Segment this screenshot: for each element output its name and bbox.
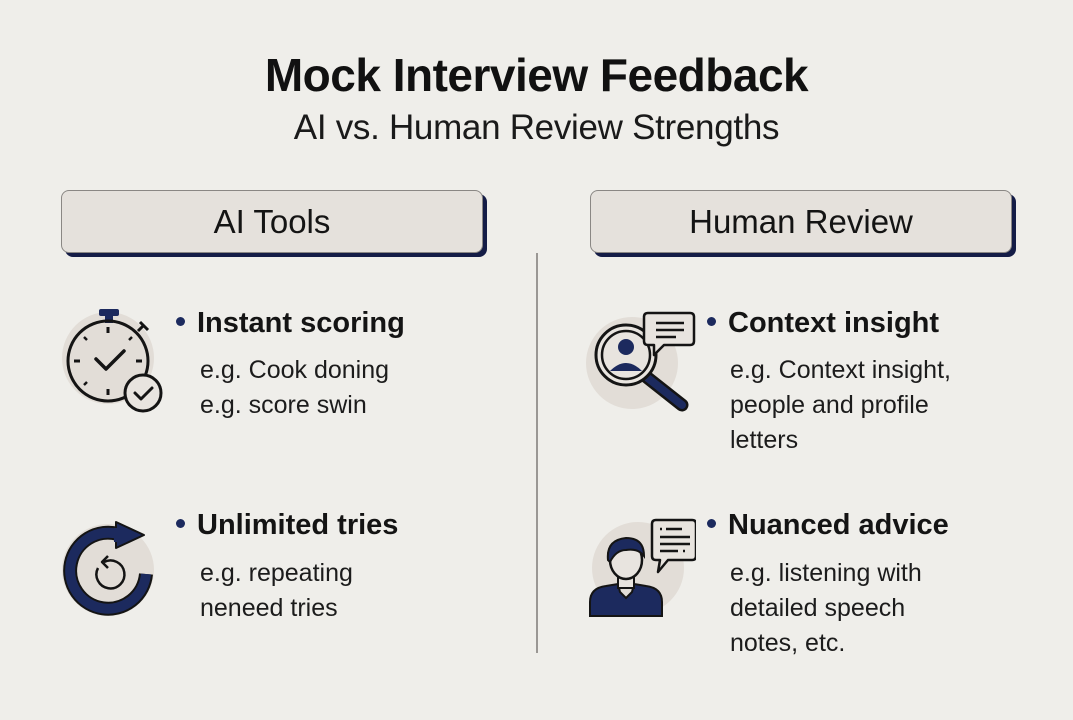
item-title: Instant scoring	[176, 307, 405, 340]
column-header-ai-tools: AI Tools	[61, 190, 483, 253]
item-description: e.g. Cook doning e.g. score swin	[200, 356, 390, 419]
item-title: Unlimited tries	[176, 509, 398, 542]
item-title: Nuanced advice	[707, 509, 949, 542]
repeat-arrow-icon	[58, 510, 168, 620]
bullet-icon	[176, 316, 185, 326]
item-description: e.g. listening with detailed speech note…	[730, 559, 922, 657]
column-header-human-review: Human Review	[590, 190, 1012, 253]
page-title: Mock Interview Feedback	[264, 49, 809, 101]
stopwatch-check-icon	[58, 303, 168, 413]
page-subtitle: AI vs. Human Review Strengths	[293, 108, 780, 147]
column-divider	[536, 253, 538, 653]
item-description: e.g. repeating neneed tries	[200, 559, 353, 622]
item-title: Context insight	[707, 307, 939, 340]
bullet-icon	[176, 518, 185, 528]
magnifier-person-chat-icon	[586, 305, 696, 415]
person-speech-bubble-icon	[586, 512, 696, 622]
bullet-icon	[707, 518, 716, 528]
item-description: e.g. Context insight, people and profile…	[730, 356, 951, 454]
bullet-icon	[707, 316, 716, 326]
